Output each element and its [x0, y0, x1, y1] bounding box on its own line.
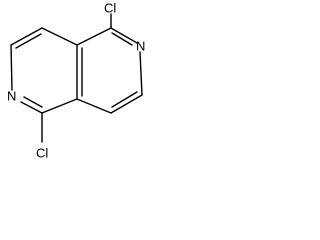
atom-label-cl-top: Cl — [104, 1, 116, 16]
atom-label-cl-bottom: Cl — [36, 146, 48, 161]
bond-c8a-c8 — [41, 27, 78, 46]
bond-c3-c4-double — [111, 91, 138, 108]
bond-c1-n2-double — [111, 32, 133, 46]
bond-c8-c7-double — [15, 33, 42, 49]
bond-n6-c5-double — [23, 96, 43, 108]
atom-label-n-left: N — [7, 89, 16, 104]
bond-n6-c5 — [20, 101, 43, 114]
bond-c8-c7 — [10, 27, 43, 46]
bond-c1-n2 — [110, 27, 138, 44]
chemical-structure-diagram: Cl N N Cl — [7, 1, 145, 161]
bond-c7-n6 — [10, 44, 13, 91]
bond-c8a-c1 — [76, 27, 112, 46]
bond-c4-c4a — [76, 98, 112, 114]
bond-c3-c4 — [110, 94, 143, 114]
atom-label-n-right: N — [136, 39, 145, 54]
bond-n2-c3 — [139, 51, 143, 96]
bond-c5-c4a — [41, 98, 78, 114]
